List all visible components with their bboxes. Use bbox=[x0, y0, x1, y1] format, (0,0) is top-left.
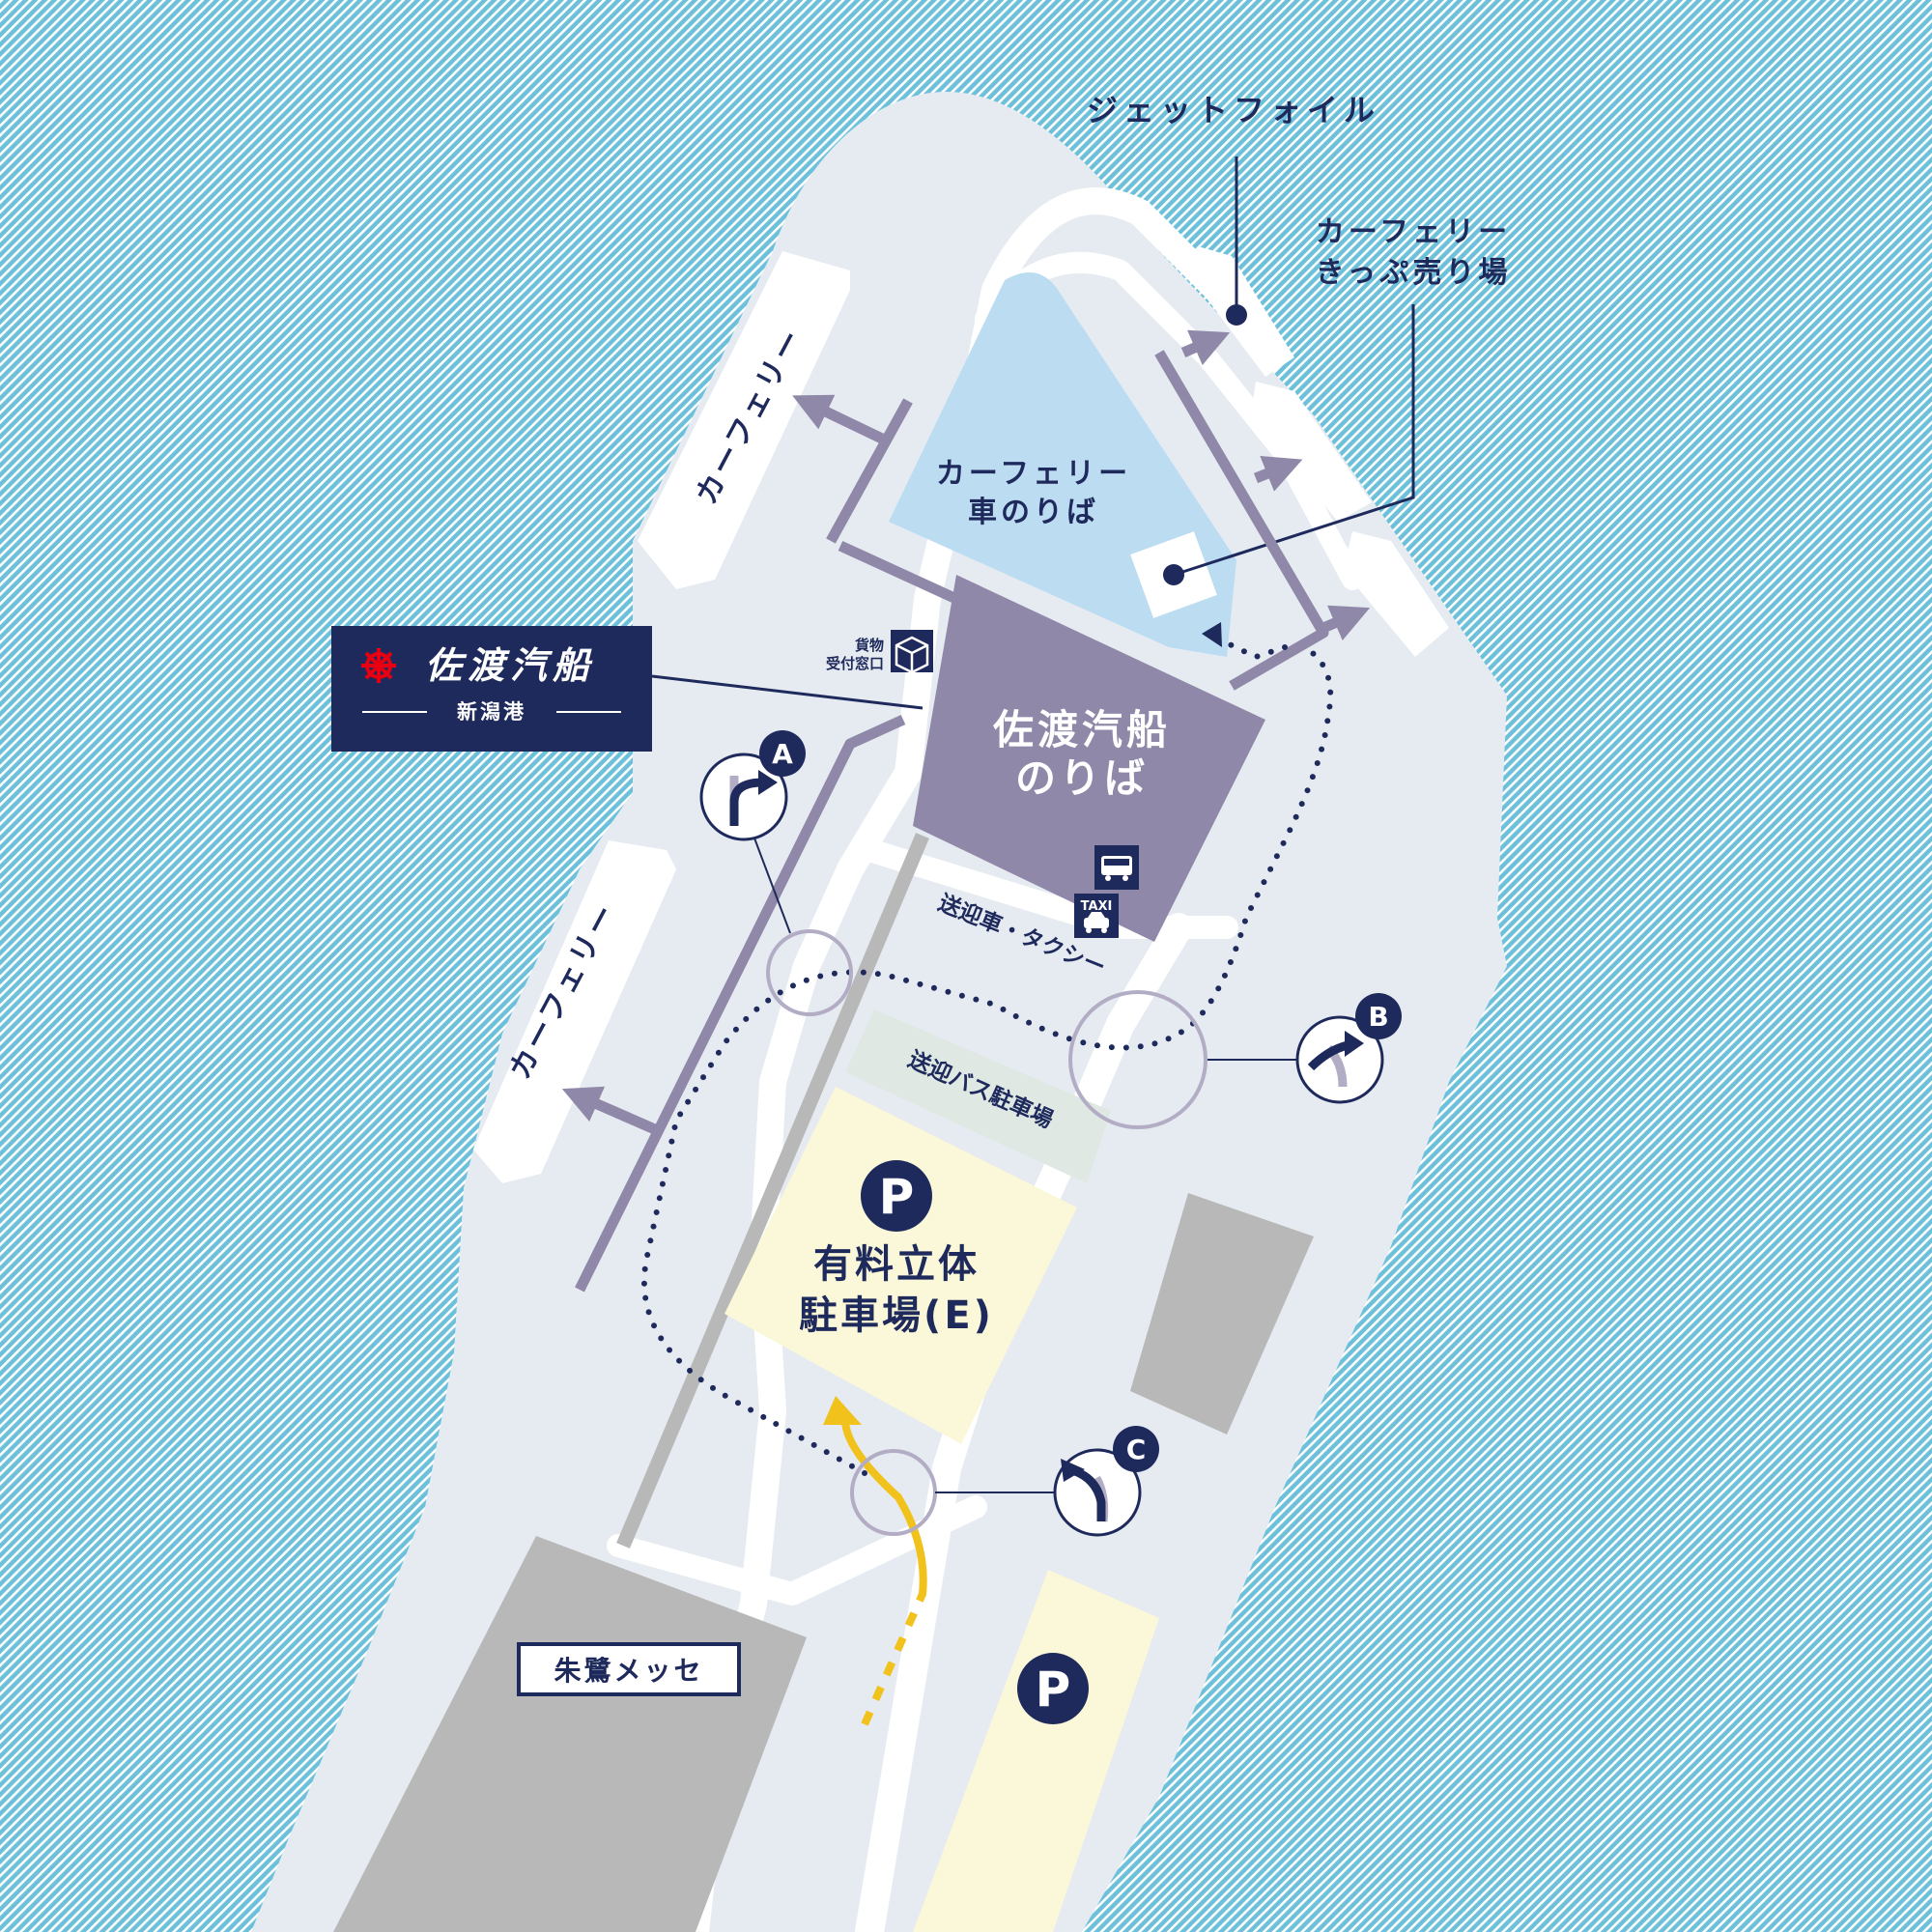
marker-b-label: B bbox=[1368, 1001, 1388, 1033]
marker-c-label: C bbox=[1126, 1434, 1147, 1465]
marker-a-label: A bbox=[772, 738, 793, 770]
logo-port: 新潟港 bbox=[457, 700, 526, 724]
bridge-upper-ferry-terminal bbox=[838, 541, 959, 604]
parking-south-area bbox=[913, 1570, 1159, 1932]
toki-messe-sign: 朱鷺メッセ bbox=[517, 1642, 741, 1696]
cargo-box-icon bbox=[891, 630, 933, 674]
car-boarding-label-line2: 車のりば bbox=[968, 496, 1099, 529]
parking-e-label-line1: 有料立体 bbox=[813, 1242, 980, 1287]
marker-c[interactable]: C bbox=[1053, 1426, 1159, 1537]
marker-a[interactable]: A bbox=[699, 730, 806, 841]
ship-wheel-icon bbox=[361, 648, 396, 683]
pedestrian-walkway bbox=[616, 833, 929, 1548]
bridge-jetfoil-arm-1 bbox=[1180, 329, 1231, 366]
bus-icon bbox=[1094, 845, 1139, 890]
merge-right-icon bbox=[1307, 1031, 1364, 1088]
marker-b[interactable]: B bbox=[1295, 993, 1402, 1104]
bridge-jetfoil-arm-3 bbox=[1321, 605, 1371, 641]
outer-loop-road bbox=[682, 187, 1260, 1932]
toki-messe-building bbox=[333, 1536, 807, 1932]
taxi-icon: TAXI bbox=[1074, 894, 1119, 938]
marker-c-badge bbox=[1113, 1426, 1159, 1472]
parking-symbol-e: P bbox=[861, 1160, 932, 1232]
logo-box: 佐渡汽船 新潟港 bbox=[331, 626, 652, 752]
turn-left-icon bbox=[1061, 1459, 1109, 1522]
car-boarding-label-line1: カーフェリー bbox=[936, 457, 1131, 491]
junction-b bbox=[1068, 990, 1208, 1129]
jetfoil-label: ジェットフォイル bbox=[1087, 92, 1380, 128]
car-route-dashed bbox=[861, 1592, 926, 1726]
walking-route bbox=[640, 644, 1334, 1476]
ferry-right-1 bbox=[1251, 382, 1372, 522]
ferry-right-2 bbox=[1343, 531, 1449, 657]
junction-a bbox=[766, 929, 853, 1016]
bridge-upper-ferry-arm bbox=[792, 394, 887, 444]
marker-a-badge bbox=[759, 730, 806, 777]
turn-right-icon bbox=[729, 770, 778, 826]
parking-symbol-south: P bbox=[1017, 1653, 1089, 1724]
terminal-label-line1: 佐渡汽船 bbox=[992, 706, 1171, 753]
terminal-label-line2: のりば bbox=[1015, 754, 1149, 802]
boarding-bridges bbox=[561, 329, 1371, 1293]
car-route-arrowhead bbox=[823, 1396, 862, 1425]
terminal-building bbox=[913, 575, 1265, 942]
carferry-ticket-label-line2: きっぷ売り場 bbox=[1316, 256, 1512, 290]
ferry-lower-left bbox=[473, 840, 676, 1183]
cargo-label-line1: 貨物 bbox=[855, 637, 884, 654]
warehouse-building bbox=[1130, 1193, 1314, 1435]
ticket-office-leader bbox=[1173, 304, 1415, 577]
toki-messe-label: 朱鷺メッセ bbox=[554, 1655, 703, 1687]
parking-e-area bbox=[724, 1087, 1077, 1444]
bridge-lower-ferry bbox=[575, 714, 906, 1293]
walking-route-arrow bbox=[1212, 635, 1288, 661]
bridge-upper-ferry bbox=[826, 398, 913, 544]
shuttle-bus-parking bbox=[845, 1009, 1111, 1183]
marker-leaders bbox=[753, 835, 1296, 1493]
cross-road-2 bbox=[858, 838, 1238, 939]
carferry-ticket-label-line1: カーフェリー bbox=[1316, 215, 1511, 249]
parking-e-label-line2: 駐車場(E) bbox=[799, 1293, 994, 1338]
bridge-jetfoil-arm-2 bbox=[1253, 455, 1303, 492]
logo-brand: 佐渡汽船 bbox=[425, 644, 595, 687]
bridge-lower-ferry-arm bbox=[561, 1086, 660, 1136]
walking-route-arrowhead bbox=[1202, 622, 1222, 647]
taxi-sign: TAXI bbox=[1081, 899, 1113, 914]
bridge-jetfoil bbox=[1154, 350, 1329, 691]
svg-text:P: P bbox=[879, 1169, 915, 1225]
jetfoil-dot bbox=[1226, 304, 1247, 326]
cargo-label-line2: 受付窓口 bbox=[826, 655, 884, 672]
ferry-upper-left bbox=[638, 251, 850, 589]
svg-text:P: P bbox=[1036, 1662, 1071, 1718]
car-route bbox=[841, 1416, 927, 1598]
marker-b-badge bbox=[1355, 993, 1402, 1039]
logo-leader bbox=[651, 674, 923, 710]
